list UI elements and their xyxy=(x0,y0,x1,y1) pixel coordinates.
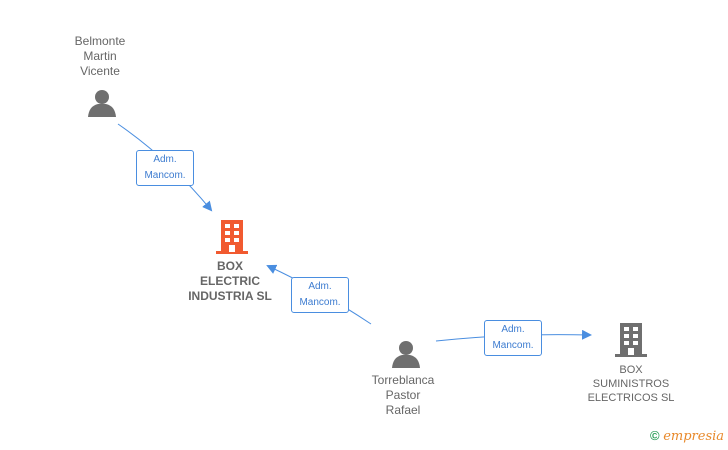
person-name[interactable]: Torreblanca Pastor Rafael xyxy=(371,373,435,417)
person-icon[interactable] xyxy=(391,340,421,368)
company-name[interactable]: BOX SUMINISTROS ELECTRICOS SL xyxy=(587,364,675,404)
person-name[interactable]: Belmonte Martin Vicente xyxy=(74,34,126,78)
brand-name: empresia xyxy=(663,429,725,444)
brand-logo: © empresia xyxy=(650,428,724,444)
person-icon[interactable] xyxy=(87,89,117,117)
building-icon[interactable] xyxy=(615,323,647,357)
building-icon[interactable] xyxy=(216,220,248,254)
relation-label: Adm.Mancom. xyxy=(136,150,194,186)
relation-label: Adm.Mancom. xyxy=(484,320,542,356)
copyright-icon: © xyxy=(650,428,660,443)
company-name[interactable]: BOX ELECTRIC INDUSTRIA SL xyxy=(188,259,272,303)
relation-label: Adm.Mancom. xyxy=(291,277,349,313)
